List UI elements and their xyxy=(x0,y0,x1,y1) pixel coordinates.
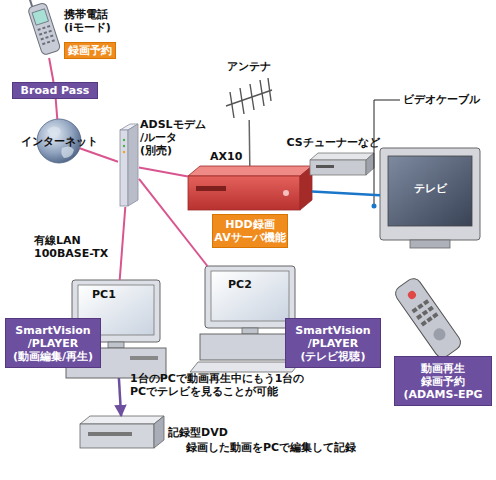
tv-device xyxy=(380,148,480,248)
connector xyxy=(80,148,118,162)
feature-box: HDD録画 AVサーバ機能 xyxy=(212,214,288,248)
node-label: AX10 xyxy=(210,150,260,163)
node-label: 携帯電話 (iモード) xyxy=(64,8,126,34)
cable-dot xyxy=(372,204,377,209)
connector xyxy=(248,120,250,166)
node-label: アンテナ xyxy=(219,60,279,73)
note-label: 1台のPCで動画再生中にもう1台の PCでテレビを見ることが可能 xyxy=(130,372,335,398)
connector xyxy=(139,167,188,176)
software-box: SmartVision /PLAYER (テレビ視聴) xyxy=(285,318,381,368)
node-label: ADSLモデム /ルータ (別売) xyxy=(140,118,212,157)
internet-node: インターネット xyxy=(37,119,81,163)
connector xyxy=(49,58,53,82)
note-label: 録画した動画をPCで編集して記録 xyxy=(186,441,386,454)
modem-node: ADSLモデム /ルータ (別売) xyxy=(118,124,139,207)
node-label: 記録型DVD xyxy=(168,426,258,439)
modem-icon xyxy=(120,124,138,206)
antenna-node: アンテナ xyxy=(224,78,274,120)
connector xyxy=(120,207,126,280)
node-label: SmartVision /PLAYER (テレビ視聴) xyxy=(287,324,379,363)
node-label: PC1 xyxy=(92,288,132,301)
node-label: 録画予約 xyxy=(68,44,112,57)
note-label: ビデオケーブル xyxy=(403,93,493,106)
connector xyxy=(139,179,207,266)
node-label: CSチューナーなど xyxy=(278,136,388,149)
tuner-device xyxy=(310,153,374,175)
node-label: SmartVision /PLAYER (動画編集/再生) xyxy=(7,324,99,363)
tv-node: テレビ xyxy=(380,148,480,248)
node-label: 動画再生 録画予約 (ADAMS-EPG xyxy=(401,362,485,401)
phone-node: 携帯電話 (iモード) xyxy=(28,2,60,58)
pc2-device xyxy=(190,266,300,372)
feature-box: 動画再生 録画予約 (ADAMS-EPG xyxy=(394,356,492,406)
dvd-drive xyxy=(80,416,164,448)
node-label: インターネット xyxy=(7,135,111,148)
ax10-device xyxy=(188,166,312,210)
phone-icon xyxy=(24,0,61,56)
connector xyxy=(312,191,380,195)
node-label: PC2 xyxy=(228,278,268,291)
connector xyxy=(56,99,58,119)
remote-icon xyxy=(392,276,463,361)
software-box: SmartVision /PLAYER (動画編集/再生) xyxy=(5,318,101,368)
node-label: Broad Pass xyxy=(21,84,90,97)
feature-box: 録画予約 xyxy=(64,42,116,59)
tuner-node: CSチューナーなど xyxy=(310,153,374,175)
node-label: HDD録画 AVサーバ機能 xyxy=(214,218,286,244)
note-label: 有線LAN 100BASE-TX xyxy=(34,234,118,260)
node-label: テレビ xyxy=(388,182,472,195)
service-box: Broad Pass xyxy=(12,82,98,99)
connector xyxy=(119,378,121,416)
dvd-node: 記録型DVD xyxy=(80,416,164,448)
antenna-icon xyxy=(226,78,272,118)
ax10-node: AX10 xyxy=(188,166,312,210)
